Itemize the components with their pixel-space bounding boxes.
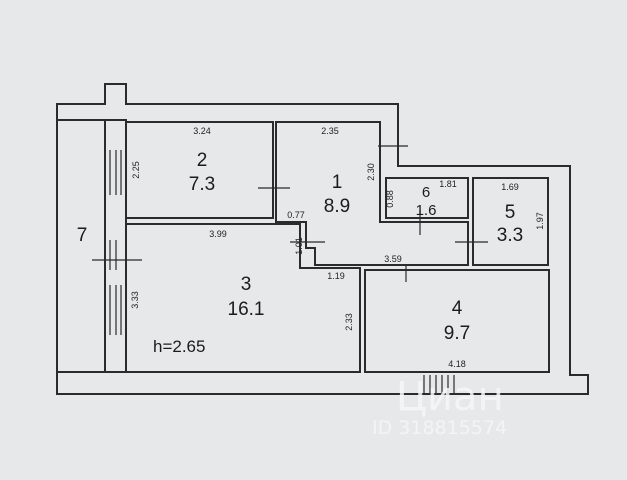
dim-room5-height: 1.97 (535, 212, 545, 230)
room-2-area: 7.3 (189, 174, 215, 195)
dim-room2-width: 3.24 (193, 126, 211, 136)
dim-room2-height: 2.25 (131, 161, 141, 179)
room-4-area: 9.7 (444, 323, 470, 344)
dim-room3-height: 3.33 (130, 291, 140, 309)
dim-room3-width: 3.99 (209, 229, 227, 239)
door-marks (92, 145, 488, 282)
room-2-outline (125, 121, 274, 219)
room-3-outline (125, 223, 361, 373)
dim-room1-width: 2.35 (321, 126, 339, 136)
dim-room1-passage: 1.01 (294, 237, 304, 255)
dim-room6-width: 1.81 (439, 179, 457, 189)
room-1-area: 8.9 (324, 196, 350, 217)
room-1-outline (275, 121, 469, 266)
room-6-outline (385, 177, 469, 219)
room-3-number: 3 (241, 274, 252, 295)
room-3-area: 16.1 (228, 299, 265, 320)
outer-wall (56, 83, 589, 395)
dim-room4-width: 4.18 (448, 359, 466, 369)
dim-room3-right: 2.33 (344, 313, 354, 331)
balcony-door (423, 375, 455, 394)
ceiling-height: h=2.65 (153, 337, 205, 356)
room-5-area: 3.3 (497, 225, 523, 246)
dim-room1-height: 2.30 (366, 163, 376, 181)
dim-room4-top: 3.59 (384, 254, 402, 264)
room-5-outline (472, 177, 549, 266)
window-left-mid (109, 240, 117, 270)
watermark: Циан ID 318815574 (372, 374, 507, 439)
watermark-logo: Циан (396, 374, 504, 420)
dim-room3-step: 1.19 (327, 271, 345, 281)
room-7-number: 7 (77, 225, 88, 246)
room-4-outline (364, 269, 550, 373)
dim-room6-height: 0.88 (385, 190, 395, 208)
dim-room1-door: 0.77 (287, 210, 305, 220)
room-6-number: 6 (422, 184, 430, 201)
window-left-upper (109, 150, 122, 195)
room-6-area: 1.6 (416, 202, 437, 219)
room-4-number: 4 (452, 298, 463, 319)
dim-room5-width: 1.69 (501, 182, 519, 192)
inner-wall-contour (57, 119, 106, 373)
room-5-number: 5 (505, 202, 516, 223)
room-2-number: 2 (197, 150, 208, 171)
watermark-id: ID 318815574 (372, 417, 507, 439)
window-left-lower (109, 285, 122, 335)
room-1-number: 1 (332, 172, 343, 193)
